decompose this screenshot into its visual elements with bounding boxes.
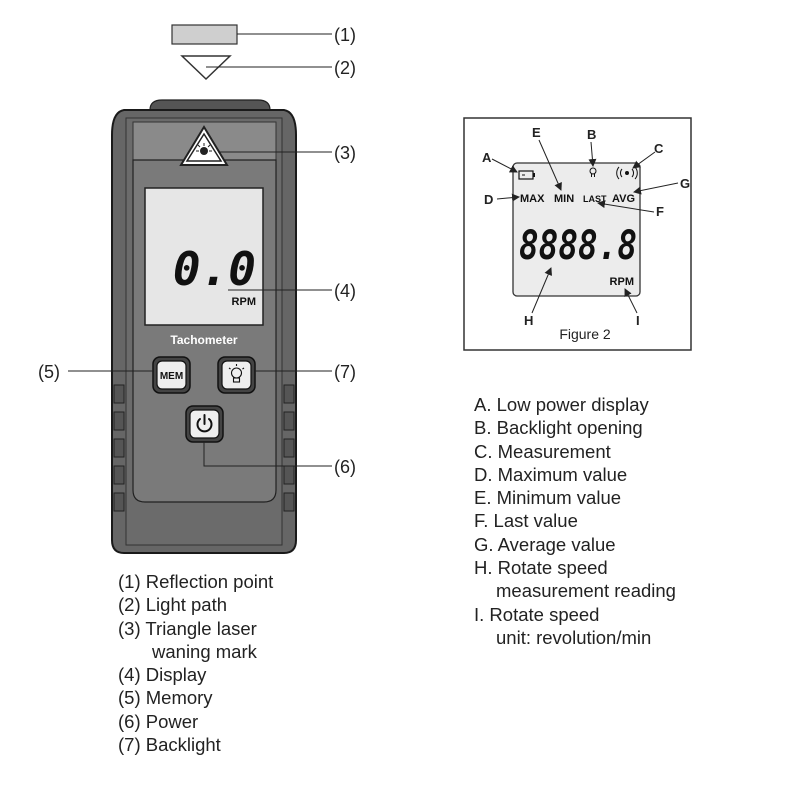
callout-2: (2) (334, 58, 356, 78)
letter-e: E (532, 125, 541, 140)
display-legend-item: G. Average value (474, 533, 616, 555)
letter-i: I (636, 313, 640, 328)
parts-legend: (1) Reflection point(2) Light path(3) Tr… (118, 570, 273, 756)
parts-legend-item: (1) Reflection point (118, 571, 274, 592)
callout-1: (1) (334, 25, 356, 45)
tachometer-device: 0.0 RPM Tachometer MEM (111, 99, 297, 554)
lightbulb-icon (228, 364, 245, 383)
parts-legend-item: (3) Triangle laser (118, 617, 257, 639)
display-legend-item: H. Rotate speed (474, 557, 608, 579)
letter-a: A (482, 150, 492, 165)
letter-h: H (524, 313, 533, 328)
parts-legend-item: waning mark (152, 640, 257, 662)
backlight-button[interactable] (217, 356, 256, 394)
figure-2-lcd (512, 162, 641, 297)
display-value: 0.0 (173, 242, 256, 296)
display-legend-item: D. Maximum value (474, 463, 628, 485)
power-button[interactable] (185, 405, 224, 443)
power-icon (196, 414, 213, 433)
letter-g: G (680, 176, 690, 191)
display-legend-item: A. Low power display (474, 394, 649, 415)
callout-4: (4) (334, 281, 356, 301)
letter-d: D (484, 192, 493, 207)
letter-f: F (656, 204, 664, 219)
display-legend-item: unit: revolution/min (496, 626, 652, 648)
letter-b: B (587, 127, 596, 142)
display-legend-item: C. Measurement (474, 440, 611, 462)
display-legend-item: F. Last value (474, 510, 578, 532)
display-legend-item: measurement reading (496, 580, 676, 602)
lcd-unit: RPM (610, 276, 634, 288)
mem-button[interactable]: MEM (152, 356, 191, 394)
display-legend-item: I. Rotate speed (474, 603, 600, 625)
callout-5: (5) (38, 362, 60, 382)
letter-c: C (654, 141, 664, 156)
device-display (144, 187, 264, 326)
parts-legend-item: (6) Power (118, 710, 199, 732)
figure-2-caption: Figure 2 (559, 326, 611, 342)
display-legend-item: B. Backlight opening (474, 417, 643, 439)
reflection-point (171, 24, 238, 45)
lcd-avg: AVG (612, 193, 635, 205)
backlight-indicator-icon (589, 167, 597, 177)
parts-legend-item: (4) Display (118, 664, 207, 686)
parts-legend-item: (5) Memory (118, 687, 213, 709)
lcd-max: MAX (520, 193, 545, 205)
mem-button-label: MEM (160, 371, 183, 382)
lcd-last: LAST (583, 194, 607, 204)
lcd-min: MIN (554, 193, 574, 205)
parts-legend-item: (2) Light path (118, 594, 228, 616)
callout-6: (6) (334, 457, 356, 477)
brand-label: Tachometer (170, 333, 237, 347)
callout-7: (7) (334, 362, 356, 382)
parts-legend-item: (7) Backlight (118, 734, 221, 756)
callout-3: (3) (334, 143, 356, 163)
display-unit: RPM (232, 296, 256, 308)
figure-2: MAX MIN LAST AVG 8888.8 RPM Figure 2 A B… (463, 117, 692, 351)
display-legend-item: E. Minimum value (474, 487, 622, 509)
low-battery-icon (518, 170, 535, 180)
lcd-digits: 8888.8 (519, 223, 637, 269)
